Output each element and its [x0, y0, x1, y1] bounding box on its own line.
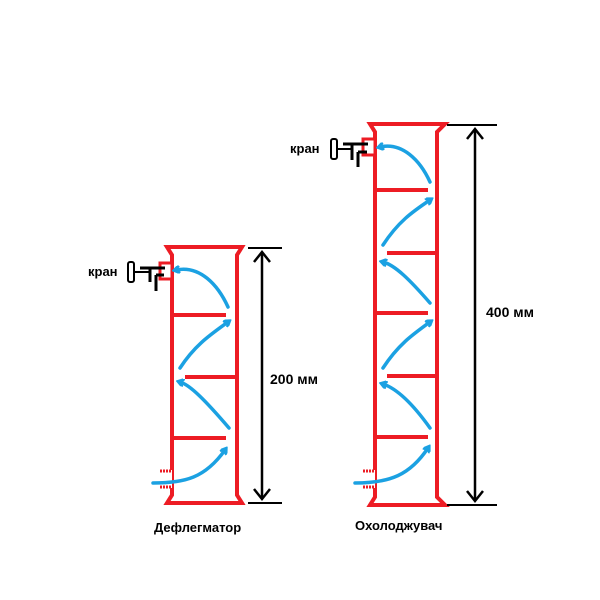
- dephlegmator-column: кран 200 мм Дефлегматор: [88, 245, 318, 535]
- column-caption: Дефлегматор: [154, 520, 241, 535]
- column-caption: Охолоджувач: [355, 518, 442, 533]
- flow-arrow: [381, 322, 430, 370]
- valve-label: кран: [290, 141, 320, 156]
- inlet-port: [363, 470, 375, 488]
- flow-arrow: [383, 384, 432, 430]
- height-label: 400 мм: [486, 304, 534, 320]
- flow-arrow: [383, 262, 432, 305]
- flow-arrow: [381, 200, 430, 247]
- inlet-port: [160, 470, 172, 488]
- valve-icon[interactable]: [127, 261, 165, 291]
- flow-arrow: [353, 448, 428, 485]
- flow-arrow: [380, 146, 432, 184]
- flow-arrow: [151, 450, 225, 485]
- column-body: [366, 122, 450, 507]
- flow-arrow: [180, 382, 231, 430]
- height-label: 200 мм: [270, 371, 318, 387]
- outlet-port: [158, 261, 174, 281]
- valve-icon[interactable]: [330, 138, 368, 167]
- dimension-arrowheads: [466, 126, 484, 504]
- flow-arrow: [178, 322, 228, 370]
- column-body: [163, 245, 246, 505]
- cooler-column: кран 400 мм Охолоджувач: [290, 122, 534, 533]
- dimension-arrowheads: [253, 249, 271, 502]
- flow-arrow: [176, 269, 230, 309]
- valve-label: кран: [88, 264, 118, 279]
